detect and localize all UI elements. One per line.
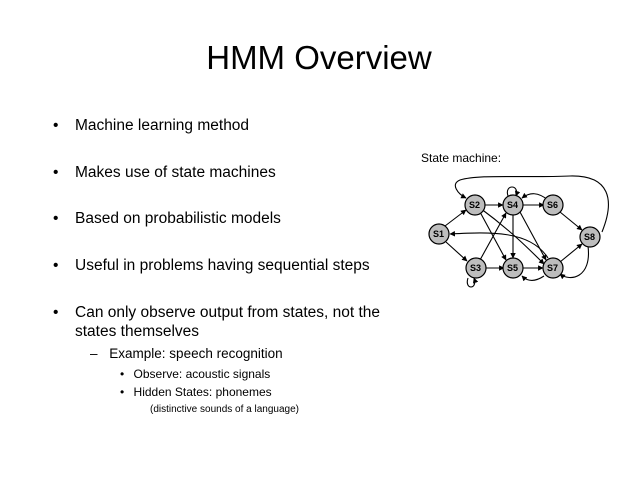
state-node: S3 xyxy=(465,257,487,279)
sub-bullet-text: Example: speech recognition xyxy=(109,346,283,361)
state-label: S2 xyxy=(469,200,480,210)
bullet-glyph: • xyxy=(120,367,125,381)
bullet-glyph: • xyxy=(53,164,59,181)
bullet-glyph: • xyxy=(53,117,59,134)
state-machine-diagram: S1 S2 S3 S4 S5 S6 xyxy=(428,175,609,288)
bullet-text: Makes use of state machines xyxy=(75,164,276,181)
sub-sub-bullet: • Hidden States: phonemes xyxy=(120,384,272,400)
state-label: S4 xyxy=(507,200,518,210)
bullet-glyph: • xyxy=(53,304,59,321)
state-node: S6 xyxy=(542,194,564,216)
state-node: S7 xyxy=(542,257,564,279)
bullet-glyph: • xyxy=(53,210,59,227)
state-label: S6 xyxy=(547,200,558,210)
sub-sub-bullet-text: Hidden States: phonemes xyxy=(133,385,272,399)
bullet-text: states themselves xyxy=(75,323,200,340)
state-node: S8 xyxy=(579,226,601,248)
transition-arrows xyxy=(444,175,609,288)
state-label: S3 xyxy=(470,263,481,273)
bullet-text: Useful in problems having sequential ste… xyxy=(75,257,370,274)
sub-bullet: – Example: speech recognition xyxy=(90,345,283,363)
bullet-list: • Machine learning method • Makes use of… xyxy=(53,117,381,415)
slide-title: HMM Overview xyxy=(206,39,432,76)
state-label: S5 xyxy=(507,263,518,273)
bullet-text: Can only observe output from states, not… xyxy=(75,304,381,321)
state-label: S8 xyxy=(584,232,595,242)
sub-sub-bullet-text: Observe: acoustic signals xyxy=(133,367,271,381)
sub-dash: – xyxy=(90,346,98,361)
diagram-label: State machine: xyxy=(421,151,502,165)
bullet-text: Machine learning method xyxy=(75,117,250,134)
state-node: S5 xyxy=(502,257,524,279)
bullet-text: Based on probabilistic models xyxy=(75,210,281,227)
bullet-glyph: • xyxy=(53,257,59,274)
state-node: S2 xyxy=(464,194,486,216)
note-text: (distinctive sounds of a language) xyxy=(150,404,299,415)
state-label: S7 xyxy=(547,263,558,273)
state-nodes: S1 S2 S3 S4 S5 S6 xyxy=(428,194,601,279)
bullet-glyph: • xyxy=(120,385,125,399)
sub-sub-bullet: • Observe: acoustic signals xyxy=(120,366,270,382)
state-node: S4 xyxy=(502,194,524,216)
state-label: S1 xyxy=(433,229,444,239)
state-node: S1 xyxy=(428,223,450,245)
